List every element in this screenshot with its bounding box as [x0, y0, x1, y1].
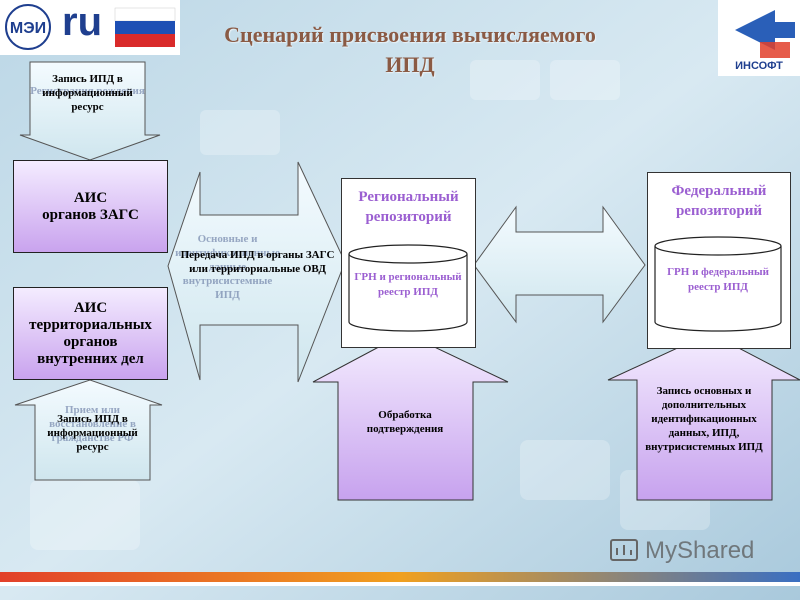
ais-ovd-line2: территориальных	[29, 316, 152, 333]
ais-ovd-line3: органов	[63, 333, 118, 350]
big-arrow-ghost: Основные и идентификационные данные внут…	[175, 233, 280, 301]
myshared-logo-icon	[610, 539, 638, 561]
regional-repo-title: Региональный репозиторий	[358, 189, 459, 225]
bottom-left-up-arrow	[14, 379, 163, 481]
svg-text:МЭИ: МЭИ	[10, 20, 46, 37]
federal-up-arrow	[607, 332, 800, 501]
insoft-logo-text: ИНСОФТ	[735, 60, 783, 72]
processing-arrow-label: Обработка подтверждения	[366, 409, 444, 435]
page-title: Сценарий присвоения вычисляемого ИПД	[224, 22, 596, 77]
regional-cylinder	[348, 244, 468, 332]
ais-ovd-line4: внутренних дел	[37, 350, 144, 367]
middle-double-arrow	[473, 205, 646, 324]
federal-repo-title: Федеральный репозиторий	[671, 183, 767, 219]
mpei-logo: МЭИ	[0, 0, 180, 55]
myshared-watermark: MyShared	[645, 537, 755, 564]
top-left-arrow-ghost: Регистрация рождения	[30, 85, 145, 97]
bottom-left-arrow-ghost: Прием или восстановление в гражданстве Р…	[49, 404, 136, 444]
federal-cylinder	[654, 236, 782, 332]
ais-zags-line1: АИС	[73, 189, 108, 206]
federal-cylinder-label: ГРН и федеральный реестр ИПД	[667, 266, 769, 293]
big-arrow-label: Передача ИПД в органы ЗАГС или территори…	[180, 249, 335, 275]
bottom-left-arrow-label: Запись ИПД в информационный ресурс	[47, 413, 138, 453]
ais-zags-box: АИС органов ЗАГС	[13, 160, 168, 253]
top-left-arrow-label: Запись ИПД в информационный ресурс	[42, 73, 133, 113]
ais-zags-line2: органов ЗАГС	[42, 206, 139, 223]
federal-arrow-label: Запись основных и дополнительных идентиф…	[645, 385, 763, 453]
processing-up-arrow	[312, 332, 509, 501]
top-left-down-arrow	[19, 61, 161, 161]
insoft-logo	[718, 0, 800, 76]
regional-cylinder-label: ГРН и региональный реестр ИПД	[354, 271, 462, 298]
ais-ovd-box: АИС территориальных органов внутренних д…	[13, 287, 168, 380]
ais-ovd-line1: АИС	[73, 299, 108, 316]
logo-ru-text: ru	[62, 0, 102, 44]
